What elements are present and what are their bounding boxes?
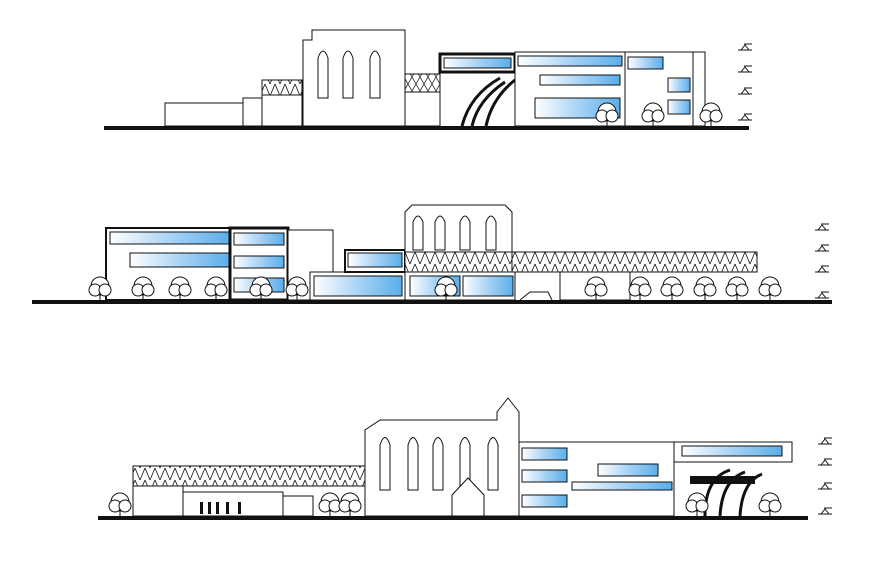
level-marker	[817, 458, 833, 466]
level-marker	[817, 437, 833, 445]
glazing-band	[627, 56, 664, 70]
church-window	[487, 437, 499, 491]
church-window	[432, 437, 444, 491]
tree	[660, 276, 684, 301]
canopy-block	[182, 491, 284, 517]
connector-base	[404, 91, 441, 127]
canopy-beam	[690, 476, 755, 484]
church-window	[434, 215, 446, 251]
ground-line	[104, 126, 749, 130]
glazing-band	[667, 77, 691, 93]
end-wall	[692, 51, 706, 127]
low-block	[164, 102, 246, 127]
level-marker	[814, 223, 830, 231]
glazing-band	[233, 255, 285, 269]
elevation-2	[32, 204, 832, 304]
low-block	[242, 97, 264, 127]
curved-canopy-arches	[460, 76, 516, 127]
church-window	[407, 437, 419, 491]
church-window	[459, 215, 471, 251]
elevation-1	[104, 29, 753, 130]
ground-line	[32, 300, 832, 304]
glazing-band	[233, 232, 285, 246]
level-marker	[817, 482, 833, 490]
level-marker	[814, 291, 830, 299]
glazing-band	[597, 463, 659, 477]
tree	[693, 276, 717, 301]
tree	[758, 276, 782, 301]
level-marker	[737, 65, 753, 73]
vehicle	[519, 291, 553, 301]
tree	[725, 276, 749, 301]
glazing-band	[313, 275, 403, 297]
low-block	[261, 94, 303, 127]
church-window	[379, 437, 391, 491]
glazing-band	[462, 275, 514, 297]
elevation-3	[98, 397, 833, 520]
low-block	[132, 485, 184, 517]
truss-bridge	[261, 79, 303, 96]
people-group	[200, 502, 241, 514]
level-marker	[737, 87, 753, 95]
church-window	[485, 215, 497, 251]
glazing-band	[521, 447, 568, 461]
church-window	[412, 215, 424, 251]
glazing-band	[129, 252, 231, 268]
level-marker	[737, 43, 753, 51]
church-window	[317, 50, 329, 99]
glazing-band	[443, 57, 512, 69]
level-marker	[814, 244, 830, 252]
glazing-band	[681, 445, 783, 457]
glazing-band	[521, 469, 568, 483]
glazing-band	[539, 74, 621, 86]
level-marker	[737, 113, 753, 121]
glazing-band	[521, 494, 568, 508]
long-truss	[404, 251, 758, 273]
glazing-band	[517, 55, 623, 67]
tree	[338, 492, 362, 517]
low-block	[282, 495, 314, 517]
tree	[108, 492, 132, 517]
church-porch	[451, 477, 485, 517]
ground-line	[98, 516, 808, 520]
long-truss	[132, 465, 369, 487]
glazing-band	[571, 481, 673, 491]
church-window	[342, 50, 354, 99]
church-window	[369, 50, 381, 99]
truss-connector	[404, 73, 441, 93]
glazing-band	[109, 231, 231, 245]
tree	[758, 492, 782, 517]
glazing-band	[667, 99, 691, 115]
church-window	[459, 437, 471, 491]
level-marker	[817, 507, 833, 515]
glazing-band	[347, 252, 403, 268]
tree	[318, 492, 342, 517]
level-marker	[814, 265, 830, 273]
tree	[628, 276, 652, 301]
